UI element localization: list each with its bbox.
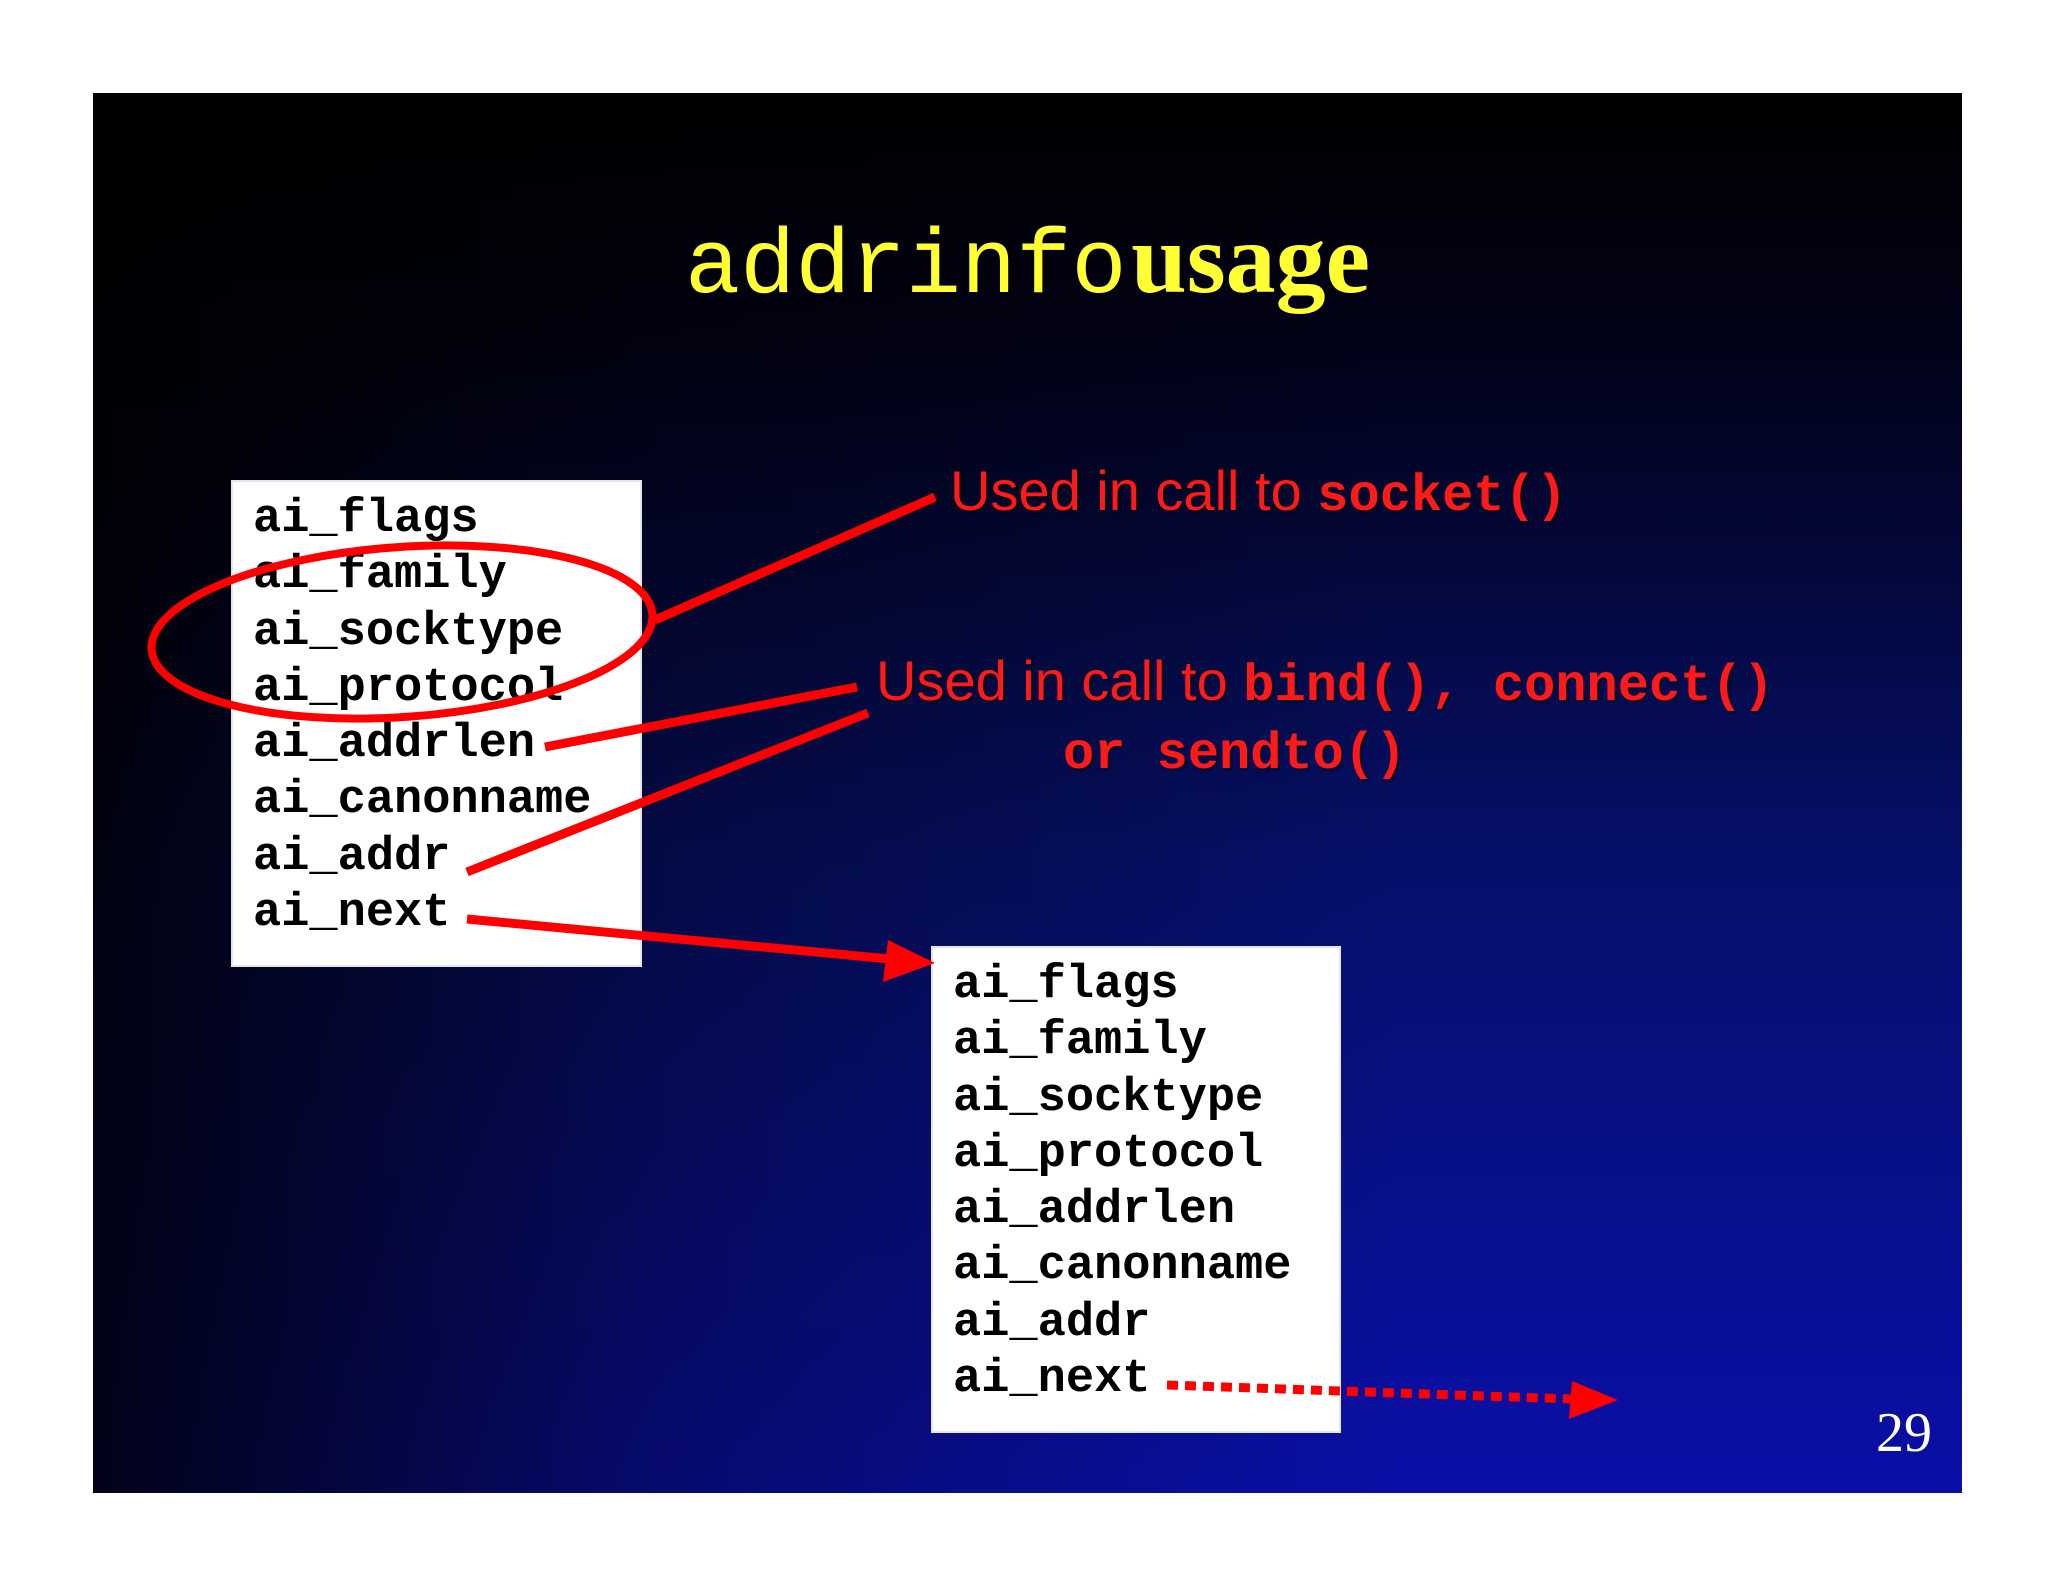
title-code: addrinfo <box>684 215 1127 320</box>
socket-note-code: socket() <box>1317 467 1567 526</box>
bind-note-continuation: or sendto() <box>1063 725 1406 784</box>
bind-note-cont-code: or sendto() <box>1063 725 1407 784</box>
field-list: ai_flags ai_family ai_socktype ai_protoc… <box>953 958 1291 1408</box>
field-ai-family: ai_family <box>253 549 507 603</box>
field-ai-protocol: ai_protocol <box>953 1127 1264 1181</box>
title-text: usage <box>1131 203 1371 314</box>
page-number: 29 <box>1876 1402 1932 1464</box>
field-ai-next: ai_next <box>253 887 451 941</box>
bind-note-code: bind(), connect() <box>1243 657 1774 716</box>
field-ai-family: ai_family <box>953 1015 1207 1069</box>
field-ai-socktype: ai_socktype <box>253 605 564 659</box>
field-ai-addrlen: ai_addrlen <box>953 1184 1236 1238</box>
field-ai-addr: ai_addr <box>953 1296 1151 1350</box>
addrinfo-struct-1: ai_flags ai_family ai_socktype ai_protoc… <box>231 480 642 967</box>
slide: addrinfo usage ai_flags ai_family ai_soc… <box>93 93 1962 1493</box>
socket-note-prefix: Used in call to <box>950 459 1318 522</box>
field-ai-addrlen: ai_addrlen <box>253 718 536 772</box>
socket-note: Used in call to socket() <box>950 458 1567 526</box>
field-ai-next: ai_next <box>953 1353 1151 1407</box>
addrinfo-struct-2: ai_flags ai_family ai_socktype ai_protoc… <box>931 946 1341 1433</box>
field-ai-flags: ai_flags <box>253 493 479 546</box>
slide-title: addrinfo usage <box>93 201 1962 320</box>
field-list: ai_flags ai_family ai_socktype ai_protoc… <box>253 492 591 942</box>
field-ai-protocol: ai_protocol <box>253 661 564 715</box>
bind-note: Used in call to bind(), connect() <box>876 648 1774 716</box>
field-ai-flags: ai_flags <box>953 959 1179 1012</box>
bind-note-prefix: Used in call to <box>876 649 1244 712</box>
field-ai-socktype: ai_socktype <box>953 1071 1264 1125</box>
field-ai-canonname: ai_canonname <box>253 774 592 828</box>
field-ai-addr: ai_addr <box>253 830 451 884</box>
field-ai-canonname: ai_canonname <box>953 1240 1292 1294</box>
